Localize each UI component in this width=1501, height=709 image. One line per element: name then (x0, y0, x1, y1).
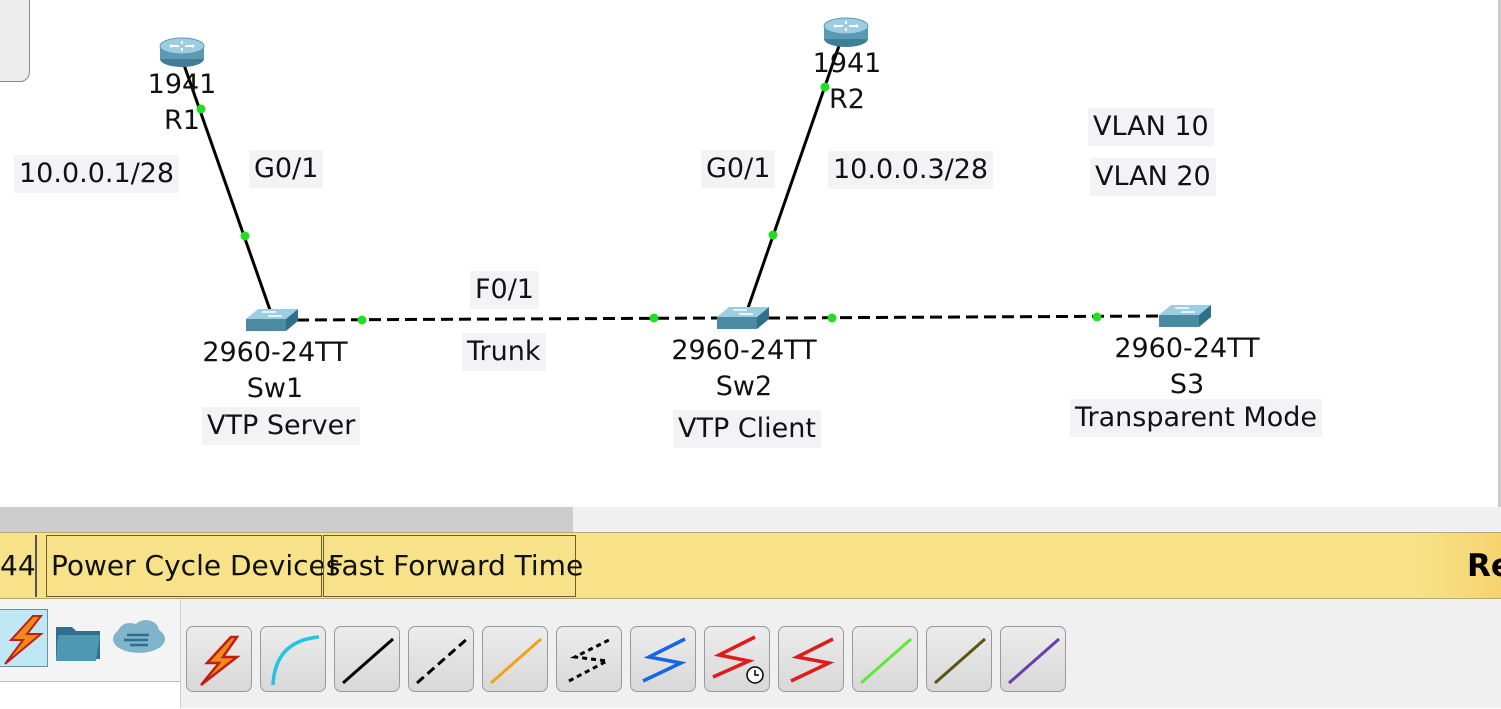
link-light (827, 313, 837, 323)
switch-s3-model: 2960-24TT (1114, 333, 1260, 364)
note-sw1-vtp-role[interactable]: VTP Server (202, 407, 361, 445)
serial-dte-icon[interactable] (778, 626, 844, 692)
end-devices-folder-icon[interactable] (52, 609, 104, 667)
router-r2-icon[interactable] (822, 12, 870, 48)
simulation-clock-fragment: 44 (0, 549, 36, 582)
link-light (820, 82, 830, 92)
automatic-connection-icon[interactable] (186, 626, 252, 692)
link-light (196, 104, 206, 114)
note-sw2-vtp-role[interactable]: VTP Client (673, 410, 821, 448)
switch-sw2-model: 2960-24TT (671, 335, 817, 366)
note-trunk-port[interactable]: F0/1 (470, 271, 539, 309)
router-r1-name: R1 (164, 105, 200, 136)
router-r1-model: 1941 (147, 69, 217, 100)
power-cycle-devices-button[interactable]: Power Cycle Devices (46, 535, 340, 597)
connections-icon[interactable] (0, 609, 48, 667)
link-r1-sw1[interactable] (181, 61, 272, 311)
toolbar-separator (35, 535, 37, 597)
link-sw1-sw2-trunk[interactable] (296, 316, 721, 322)
note-r1-ip[interactable]: 10.0.0.1/28 (14, 155, 180, 193)
router-r2-name: R2 (829, 84, 865, 115)
coaxial-icon[interactable] (630, 626, 696, 692)
note-vlan20[interactable]: VLAN 20 (1090, 158, 1216, 196)
link-light (768, 230, 778, 240)
note-r2-ip[interactable]: 10.0.0.3/28 (828, 151, 994, 189)
switch-sw1-model: 2960-24TT (202, 337, 348, 368)
serial-dce-icon[interactable] (704, 626, 770, 692)
workspace-vertical-scrollbar[interactable] (1498, 0, 1501, 507)
copper-straight-through-icon[interactable] (334, 626, 400, 692)
note-r1-port[interactable]: G0/1 (249, 150, 324, 188)
realtime-mode-label[interactable]: Re (1413, 533, 1501, 598)
device-palette (0, 599, 1501, 709)
switch-s3-name: S3 (1169, 369, 1205, 400)
phone-cable-icon[interactable] (556, 626, 622, 692)
link-sw2-s3[interactable] (767, 314, 1163, 320)
switch-sw1-name: Sw1 (246, 373, 304, 404)
device-subtype-list[interactable] (0, 681, 180, 709)
switch-sw1-icon[interactable] (246, 307, 298, 333)
note-vlan10[interactable]: VLAN 10 (1088, 108, 1214, 146)
connection-layer (181, 39, 1163, 325)
link-light (1092, 312, 1102, 322)
link-light (240, 231, 250, 241)
wan-cloud-icon[interactable] (110, 609, 165, 667)
switch-sw2-name: Sw2 (715, 371, 773, 402)
fast-forward-time-button[interactable]: Fast Forward Time (323, 535, 583, 597)
usb-cable-icon[interactable] (1000, 626, 1066, 692)
copper-cross-over-icon[interactable] (408, 626, 474, 692)
device-category-panel (0, 599, 181, 709)
link-light (357, 315, 367, 325)
iot-custom-cable-icon[interactable] (926, 626, 992, 692)
console-cable-icon[interactable] (260, 626, 326, 692)
realtime-toolbar: 44 Power Cycle Devices Fast Forward Time… (0, 532, 1501, 599)
router-r2-model: 1941 (812, 48, 882, 79)
link-light (649, 313, 659, 323)
scrollbar-thumb[interactable] (0, 507, 573, 532)
router-r1-icon[interactable] (158, 32, 206, 68)
workspace-corner-tab[interactable] (0, 0, 30, 82)
note-s3-vtp-mode[interactable]: Transparent Mode (1070, 399, 1322, 437)
workspace-horizontal-scrollbar[interactable] (0, 507, 1501, 532)
fiber-icon[interactable] (482, 626, 548, 692)
octal-cable-icon[interactable] (852, 626, 918, 692)
note-r2-port[interactable]: G0/1 (701, 150, 776, 188)
logical-workspace[interactable]: 1941 R1 1941 R2 2960-24TT Sw1 VTP Server (0, 0, 1501, 507)
switch-s3-icon[interactable] (1159, 303, 1211, 329)
note-trunk[interactable]: Trunk (462, 333, 546, 371)
switch-sw2-icon[interactable] (717, 305, 769, 331)
